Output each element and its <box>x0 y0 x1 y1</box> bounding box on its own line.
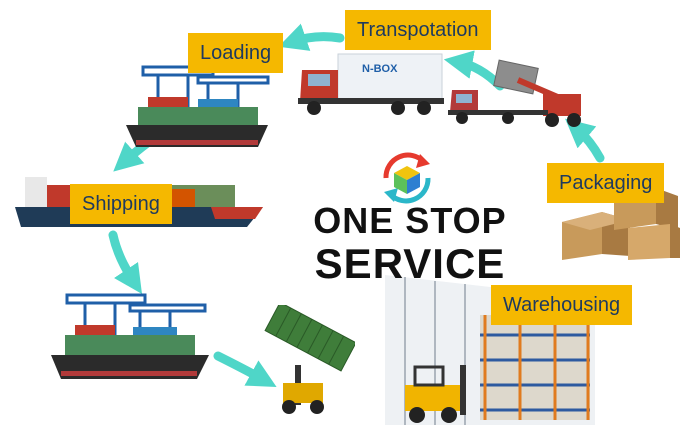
title-line-1: ONE STOP <box>313 200 507 241</box>
truck-image: N-BOX <box>298 53 444 115</box>
port-crane-image-top <box>126 65 270 147</box>
arrow-port-to-container <box>213 351 277 387</box>
step-label-packaging: Packaging <box>547 163 665 203</box>
step-label-shipping: Shipping <box>70 184 172 224</box>
container-handler-image <box>264 305 355 414</box>
reach-stacker-image <box>448 59 581 127</box>
step-label-loading: Loading <box>188 33 284 73</box>
arrow-ship-to-port <box>108 230 142 294</box>
service-title: ONE STOP SERVICE <box>300 145 520 287</box>
cycle-arrows-icon <box>383 152 431 204</box>
arrow-packaging-to-loader <box>565 118 605 163</box>
step-label-warehousing: Warehousing <box>491 285 633 325</box>
port-crane-image-bottom <box>51 293 209 379</box>
title-line-2: SERVICE <box>314 240 506 287</box>
cube-icon <box>394 166 420 194</box>
boxes-image <box>562 188 680 260</box>
step-label-transpotation: Transpotation <box>345 10 491 50</box>
truck-brand: N-BOX <box>362 63 398 75</box>
arrow-transport-to-loading <box>278 23 345 51</box>
